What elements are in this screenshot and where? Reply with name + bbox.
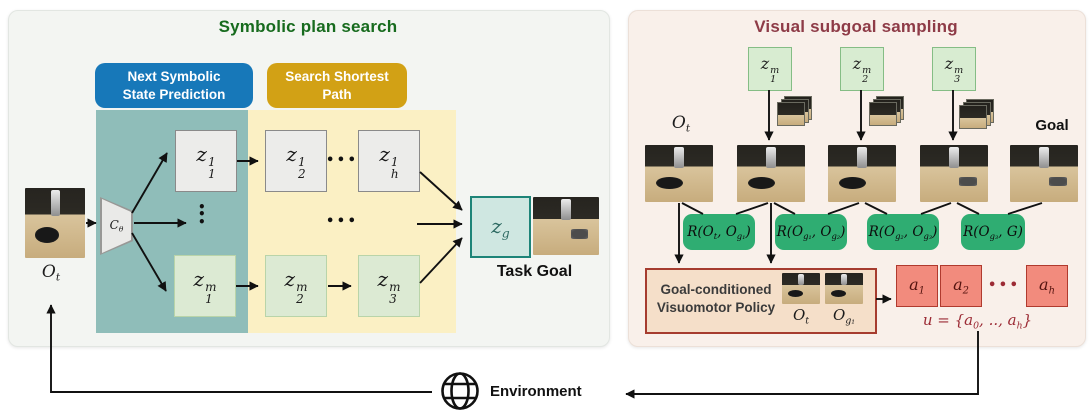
trajectory-image-g1 xyxy=(737,145,805,202)
policy-label: Goal-conditioned Visuomotor Policy xyxy=(656,282,776,316)
subgoal-stack-icon xyxy=(777,96,812,126)
action-box-a1: a1 xyxy=(896,265,938,307)
observation-label: Ot xyxy=(41,262,61,284)
row2-ellipsis: ••• xyxy=(326,214,359,229)
globe-icon xyxy=(441,372,479,410)
reachability-box-4: R(Og₃, G) xyxy=(961,214,1025,250)
policy-input-label-og1: Og₁ xyxy=(833,306,855,327)
trajectory-image-g2 xyxy=(828,145,896,202)
action-box-ah: ah xyxy=(1026,265,1068,307)
encoder-label: Cθ xyxy=(109,218,124,234)
tag-line: Path xyxy=(322,86,352,102)
tag-line: State Prediction xyxy=(122,86,226,102)
next-symbolic-state-prediction-tag: Next Symbolic State Prediction xyxy=(95,63,253,108)
actions-ellipsis: ••• xyxy=(988,278,1021,293)
goal-label: Goal xyxy=(1035,117,1069,134)
policy-input-image-ot xyxy=(782,273,820,304)
policy-input-label-ot: Ot xyxy=(792,306,810,327)
task-goal-label: Task Goal xyxy=(496,263,573,280)
action-sequence-equation: u = {a0, .., ah} xyxy=(922,311,1033,332)
trajectory-image-ot xyxy=(645,145,713,202)
subgoal-stack-icon xyxy=(869,96,904,126)
trajectory-image-goal xyxy=(1010,145,1078,202)
observation-image xyxy=(25,188,85,258)
tag-line: Next Symbolic xyxy=(127,68,221,84)
policy-input-image-og1 xyxy=(825,273,863,304)
right-panel-title: Visual subgoal sampling xyxy=(754,17,958,36)
subgoal-stack-icon xyxy=(959,99,994,129)
observation-label-right: Ot xyxy=(671,113,691,135)
trajectory-image-g3 xyxy=(920,145,988,202)
row1-ellipsis: ••• xyxy=(326,153,359,168)
search-shortest-path-tag: Search Shortest Path xyxy=(267,63,407,108)
left-panel-title: Symbolic plan search xyxy=(218,17,398,36)
tag-line: Search Shortest xyxy=(285,68,389,84)
action-box-a2: a2 xyxy=(940,265,982,307)
reachability-box-1: R(Ot, Og₁) xyxy=(683,214,755,250)
reachability-box-2: R(Og₁, Og₂) xyxy=(775,214,847,250)
task-goal-image xyxy=(533,197,599,255)
environment-label: Environment xyxy=(490,383,582,400)
reachability-box-3: R(Og₂, Og₃) xyxy=(867,214,939,250)
vertical-ellipsis: • • • xyxy=(198,200,206,229)
goal-state-box: zg xyxy=(470,196,531,258)
